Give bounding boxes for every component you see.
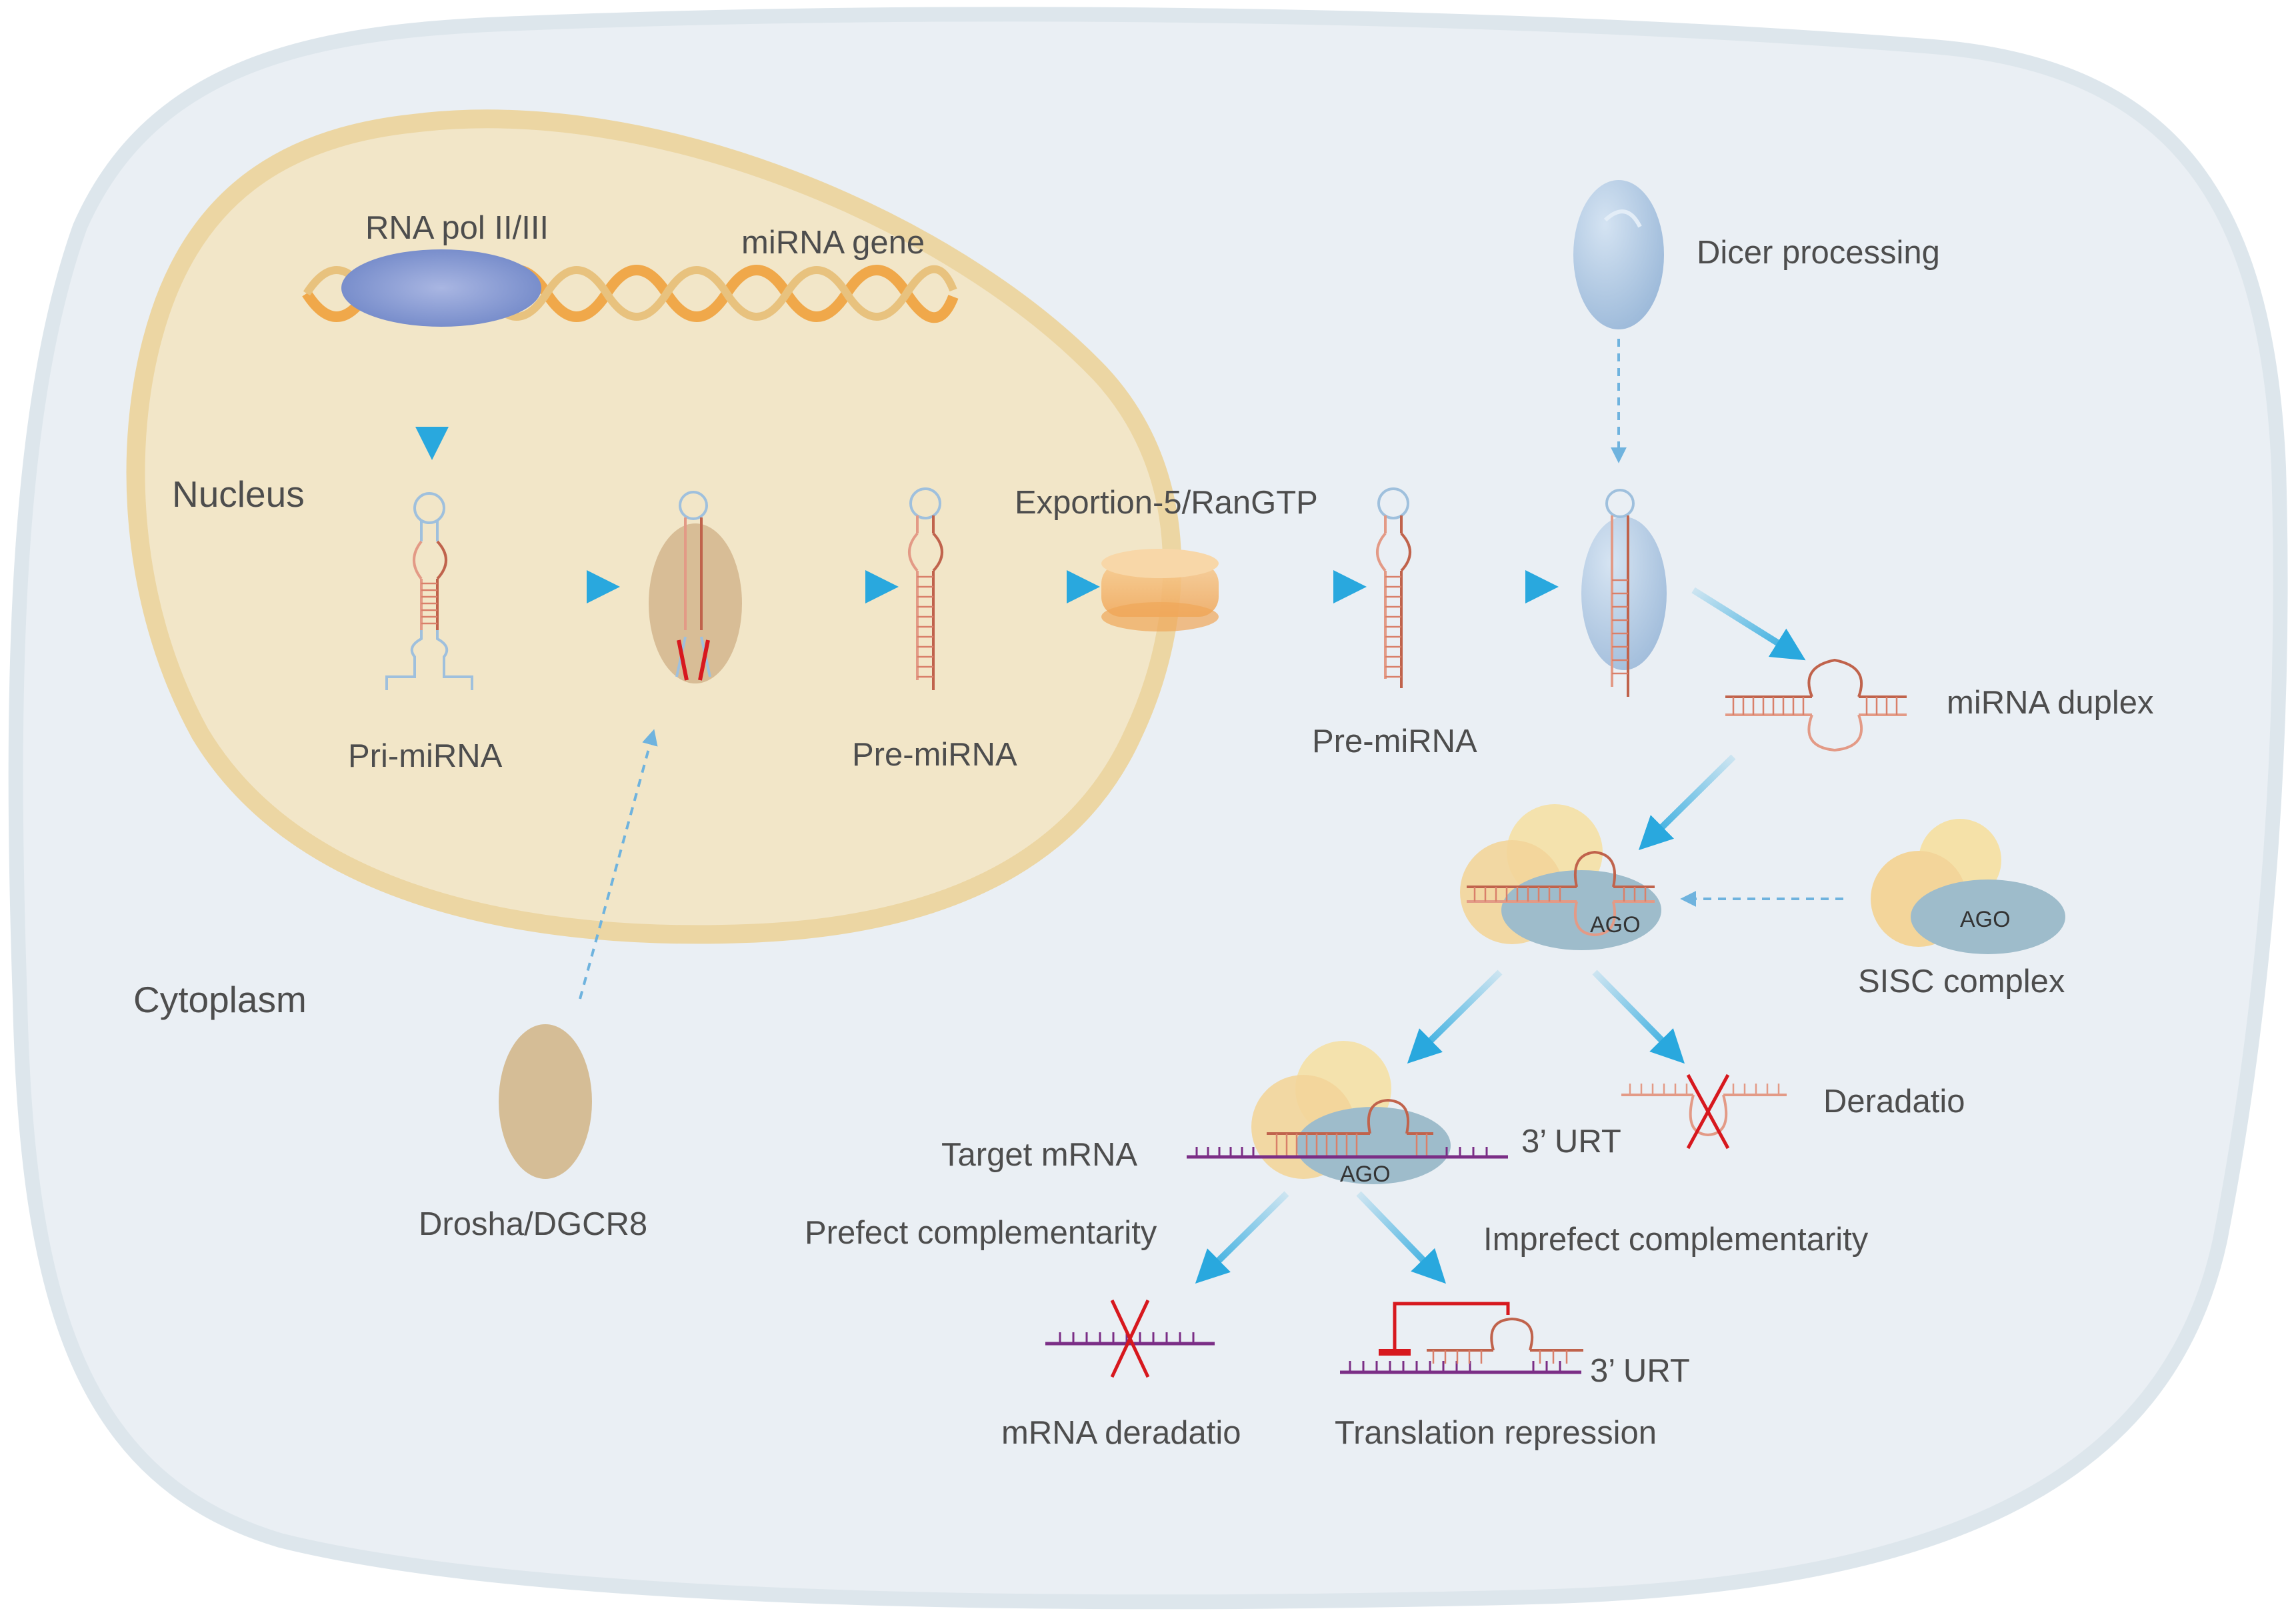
pri-mirna-label: Pri-miRNA [348, 738, 503, 774]
ago-risc-label: AGO [1590, 912, 1641, 938]
rna-polymerase [341, 249, 541, 327]
mirna-duplex [1725, 658, 1907, 752]
arrow-dicer-to-duplex [1691, 587, 1806, 661]
mrna-degradation-label: mRNA deradatio [1001, 1415, 1241, 1451]
exportin-5-channel [1101, 549, 1219, 631]
ago-target-label: AGO [1340, 1162, 1391, 1187]
pri-mirna-hairpin [385, 492, 473, 690]
mrna-degradation-icon [1045, 1299, 1215, 1378]
rna-pol-label: RNA pol II/III [365, 210, 549, 246]
arrow-risc-to-target [1407, 970, 1503, 1064]
three-urt-label-2: 3’ URT [1590, 1353, 1690, 1389]
arrow-to-repression-outcome [1356, 1191, 1446, 1284]
arrow-duplex-to-risc [1638, 754, 1736, 851]
risc-loading-complex [1460, 804, 1661, 950]
imperfect-complementarity-label: Imprefect complementarity [1483, 1222, 1869, 1258]
mirna-duplex-label: miRNA duplex [1947, 685, 2153, 721]
pre-mirna-cytoplasmic-hairpin [1376, 487, 1411, 688]
dicer-processing-complex [1581, 489, 1667, 697]
nucleus [126, 109, 1182, 944]
ago-sisc-label: AGO [1960, 907, 2011, 932]
target-mrna-ago-complex [1187, 1041, 1508, 1184]
sisc-complex [1871, 819, 2065, 954]
nucleus-label: Nucleus [172, 473, 305, 515]
dicer-enzyme [1573, 180, 1664, 329]
three-urt-label-1: 3’ URT [1521, 1124, 1621, 1160]
mirna-gene-label: miRNA gene [741, 225, 925, 261]
drosha-dgcr8 [499, 1024, 592, 1179]
drosha-dashed-arrow [579, 729, 658, 1000]
pre-mirna-nuclear-hairpin [908, 487, 943, 690]
cytoplasm-label: Cytoplasm [133, 979, 307, 1020]
arrow-risc-to-degradation [1592, 970, 1685, 1064]
arrow-to-degradation-outcome [1195, 1191, 1289, 1284]
degradation-label: Deradatio [1823, 1084, 1965, 1120]
perfect-complementarity-label: Prefect complementarity [805, 1215, 1157, 1251]
sisc-label: SISC complex [1858, 964, 2065, 1000]
passenger-strand-degradation [1621, 1074, 1787, 1150]
translation-repression-label: Translation repression [1335, 1415, 1657, 1451]
target-mrna-label: Target mRNA [941, 1137, 1137, 1173]
pre-mirna-cytoplasmic-label: Pre-miRNA [1312, 723, 1477, 759]
translation-repression-icon [1340, 1302, 1583, 1374]
dicer-label: Dicer processing [1697, 235, 1940, 271]
pre-mirna-nuclear-label: Pre-miRNA [852, 737, 1017, 773]
drosha-label: Drosha/DGCR8 [419, 1206, 647, 1242]
exportin-label: Exportion-5/RanGTP [1015, 485, 1318, 521]
drosha-processing-complex [649, 491, 742, 683]
